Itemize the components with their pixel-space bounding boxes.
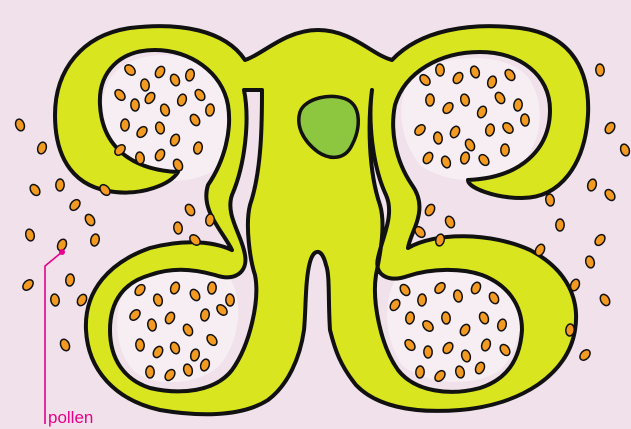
pollen-grain [130, 99, 139, 111]
pollen-label-line [45, 252, 62, 424]
pollen-grain [50, 293, 60, 306]
pollen-grain [603, 188, 617, 203]
pollen-grain [424, 346, 433, 358]
pollen-grain [415, 366, 424, 378]
pollen-grain [501, 144, 509, 156]
pollen-grain [146, 366, 155, 378]
pollen-grain [183, 203, 196, 218]
pollen-grain [423, 203, 436, 218]
pollen-grain [28, 183, 42, 198]
pollen-grain [173, 221, 183, 234]
pollen-grain [444, 215, 457, 229]
pollen-grain [603, 121, 617, 136]
pollen-grain [598, 293, 611, 308]
pollen-grain [595, 64, 604, 77]
pollen-grain [586, 178, 598, 192]
pollen-grain [59, 338, 72, 352]
pollen-grain [619, 143, 631, 157]
pollen-grain [83, 213, 96, 228]
pollen-grain [556, 219, 565, 231]
pollen-grain [205, 213, 215, 226]
pollen-label: pollen [48, 409, 93, 427]
pollen-grain [65, 274, 75, 287]
pollen-grain [441, 312, 451, 325]
pollen-grain [205, 104, 215, 117]
pollen-label-dot [59, 249, 65, 255]
pollen-grain [68, 198, 82, 213]
pollen-grain [578, 348, 592, 363]
pollen-grain [565, 324, 575, 337]
pollen-grain [225, 294, 234, 306]
pollen-grain [513, 99, 523, 112]
pollen-grain [435, 64, 444, 77]
pollen-grain [14, 118, 26, 132]
pollen-grain [520, 114, 529, 127]
pollen-grain [24, 228, 35, 242]
pollen-grain [121, 119, 130, 131]
pollen-grain [90, 233, 101, 246]
pollen-grain [584, 255, 595, 269]
pollen-grain [426, 94, 435, 106]
pollen-grain [207, 282, 216, 295]
pollen-grain [21, 278, 35, 292]
pollen-grain [36, 141, 48, 155]
pollen-grain [417, 294, 426, 307]
pollen-grain [545, 193, 555, 206]
pollen-grain [56, 179, 65, 191]
pollen-grain [135, 339, 145, 352]
pollen-grain [593, 233, 607, 248]
